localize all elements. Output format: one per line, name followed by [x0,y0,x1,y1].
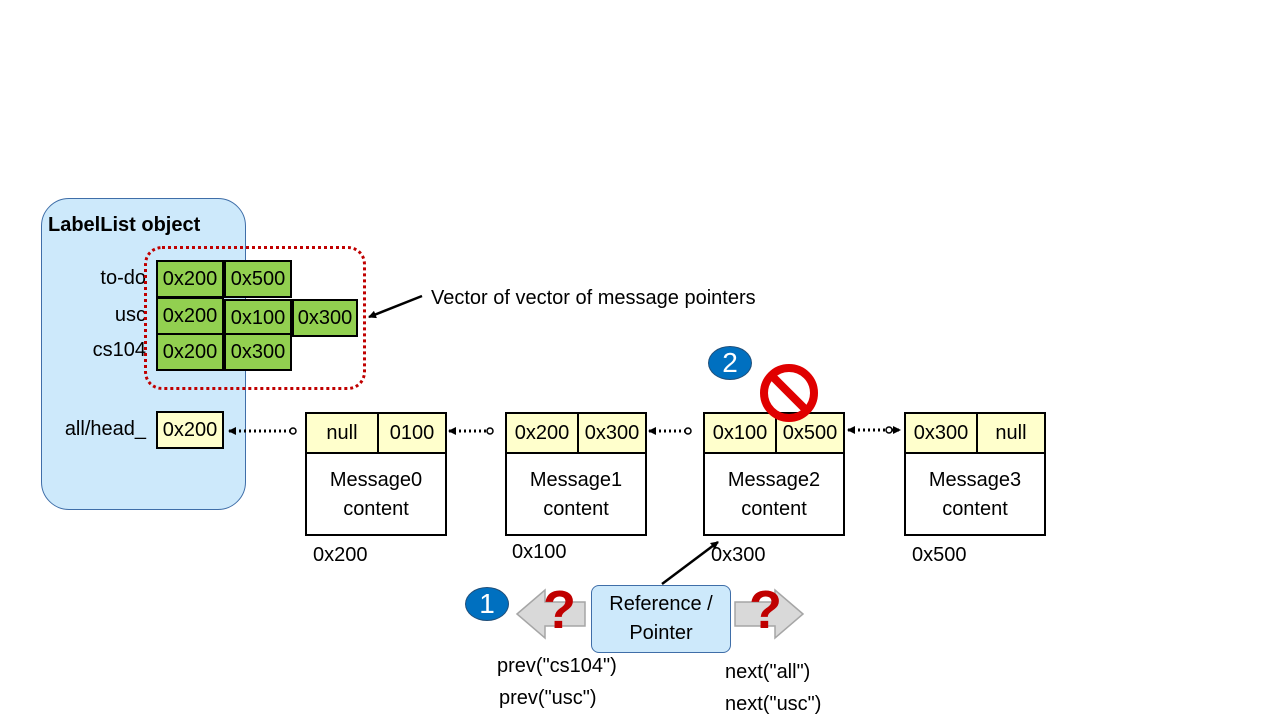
head-label: all/head_ [64,418,146,440]
row-label-usc: usc [114,304,146,326]
link-origin-dot [486,427,494,435]
node-address: 0x200 [313,544,368,566]
message-title: Message2 [727,469,821,491]
next-pointer: null [978,414,1044,452]
prev-pointer: 0x300 [906,414,978,452]
question-mark-left: ? [543,580,576,640]
message-node-0: null 0100 Message0 content [305,412,447,536]
vector-cell: 0x500 [224,260,292,298]
prohibited-icon [760,364,818,422]
prev-pointer: 0x100 [705,414,777,452]
prev-call: prev("cs104") [497,655,617,677]
vector-annotation: Vector of vector of message pointers [431,287,756,309]
prev-pointer: null [307,414,379,452]
message-content: content [543,498,609,520]
link-origin-dot [684,427,692,435]
question-mark-right: ? [749,580,782,640]
reference-pointer-box: Reference / Pointer [591,585,731,653]
reference-arrow [661,541,719,585]
next-call: next("usc") [725,693,822,715]
prev-pointer: 0x200 [507,414,579,452]
row-label-todo: to-do [100,267,146,289]
vector-cell: 0x200 [156,260,224,298]
node-address: 0x100 [512,541,567,563]
labellist-title: LabelList object [48,214,201,236]
reference-line2: Pointer [629,622,693,644]
head-pointer-cell: 0x200 [156,411,224,449]
annotation-arrow [368,294,423,319]
link-origin-dot [289,427,297,435]
reference-line1: Reference / [609,593,713,615]
next-pointer: 0x300 [579,414,645,452]
message-content: content [942,498,1008,520]
row-label-cs104: cs104 [92,339,146,361]
message-title: Message3 [928,469,1022,491]
node-address: 0x300 [711,544,766,566]
step-badge-2: 2 [708,346,752,380]
next-pointer: 0x500 [777,414,843,452]
step-badge-1: 1 [465,587,509,621]
next-call: next("all") [725,661,811,683]
vector-highlight-frame [144,246,366,390]
node-address: 0x500 [912,544,967,566]
message-title: Message0 [329,469,423,491]
message-node-2: 0x100 0x500 Message2 content [703,412,845,536]
message-title: Message1 [529,469,623,491]
message-node-3: 0x300 null Message3 content [904,412,1046,536]
vector-cell: 0x300 [292,299,358,337]
message-content: content [343,498,409,520]
next-pointer: 0100 [379,414,445,452]
message-content: content [741,498,807,520]
vector-cell: 0x300 [224,333,292,371]
link-origin-dot [885,426,893,434]
vector-cell: 0x200 [156,333,224,371]
prev-call: prev("usc") [499,687,597,709]
message-node-1: 0x200 0x300 Message1 content [505,412,647,536]
